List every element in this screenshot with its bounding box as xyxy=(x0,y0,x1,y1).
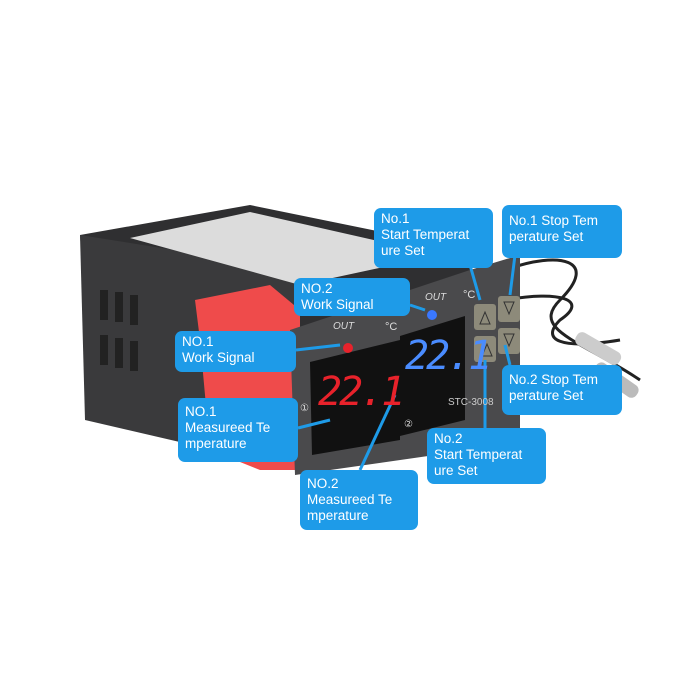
model-label: STC-3008 xyxy=(448,397,494,408)
channel-1-mark: ① xyxy=(300,403,309,414)
display-1-value: 22.1 xyxy=(318,369,405,415)
callout-no1-work-signal: NO.1 Work Signal xyxy=(175,331,296,372)
channel-2-mark: ② xyxy=(404,419,413,430)
out-label-2: OUT xyxy=(425,292,447,303)
callout-no1-measured-temperature: NO.1 Measureed Te mperature xyxy=(178,398,298,462)
down-arrow-button-icon xyxy=(498,296,520,322)
up-arrow-button-icon xyxy=(474,304,496,330)
unit-label-1: °C xyxy=(385,321,398,333)
button-grid xyxy=(474,296,520,362)
callout-no2-start-temperature-set: No.2 Start Temperat ure Set xyxy=(427,428,546,484)
callout-no1-start-temperature-set: No.1 Start Temperat ure Set xyxy=(374,208,493,268)
out-led-2 xyxy=(427,310,437,320)
display-2-value: 22.1 xyxy=(405,333,492,379)
out-led-1 xyxy=(343,343,353,353)
unit-label-2: °C xyxy=(463,289,476,301)
out-label-1: OUT xyxy=(333,321,355,332)
display-2 xyxy=(400,316,465,436)
callout-no2-stop-temperature-set: No.2 Stop Tem perature Set xyxy=(502,365,622,415)
callout-no1-stop-temperature-set: No.1 Stop Tem perature Set xyxy=(502,205,622,258)
display-1 xyxy=(310,340,400,455)
down-arrow-button-icon xyxy=(498,328,520,354)
callout-no2-measured-temperature: NO.2 Measureed Te mperature xyxy=(300,470,418,530)
callout-no2-work-signal: NO.2 Work Signal xyxy=(294,278,410,316)
